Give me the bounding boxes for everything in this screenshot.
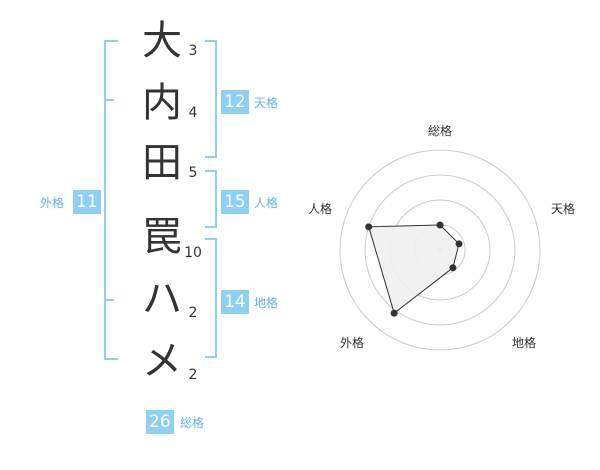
name-character-3: 田 (142, 140, 182, 186)
name-character-5: ハ (142, 276, 182, 322)
chikaku-label: 地格 (254, 296, 279, 310)
radar-label-soukaku: 総格 (428, 124, 453, 138)
name-character-6: メ (142, 338, 182, 384)
radar-point-4 (365, 223, 373, 231)
jinkaku-badge: 15 (221, 190, 249, 214)
radar-series-polygon (368, 224, 460, 314)
chikaku-badge: 14 (221, 290, 249, 314)
jinkaku-label: 人格 (254, 196, 279, 210)
tenkaku-label: 天格 (254, 96, 279, 110)
stroke-count-3: 5 (188, 165, 198, 181)
radar-point-1 (455, 240, 463, 248)
stroke-count-5: 2 (188, 305, 198, 321)
name-character-2: 内 (142, 80, 182, 126)
gaikaku-badge: 11 (73, 190, 101, 214)
radar-ring-3 (364, 174, 516, 326)
stroke-count-1: 3 (188, 43, 198, 59)
radar-label-chikaku: 地格 (512, 336, 537, 350)
soukaku-label: 総格 (180, 416, 205, 430)
radar-point-0 (436, 221, 444, 229)
name-character-1: 大 (142, 18, 182, 64)
soukaku-badge: 26 (146, 410, 174, 434)
name-character-4: 罠 (142, 214, 182, 260)
stroke-count-4: 10 (184, 245, 202, 261)
radar-chart (339, 149, 541, 351)
radar-label-tenkaku: 天格 (551, 202, 576, 216)
radar-label-jinkaku: 人格 (308, 202, 333, 216)
tenkaku-badge: 12 (221, 90, 249, 114)
stroke-count-6: 2 (188, 367, 198, 383)
radar-point-2 (449, 264, 457, 272)
gaikaku-label: 外格 (40, 196, 65, 210)
radar-ring-4 (339, 149, 541, 351)
stroke-count-2: 4 (188, 105, 198, 121)
radar-point-3 (390, 309, 398, 317)
radar-label-gaikaku: 外格 (340, 336, 365, 350)
